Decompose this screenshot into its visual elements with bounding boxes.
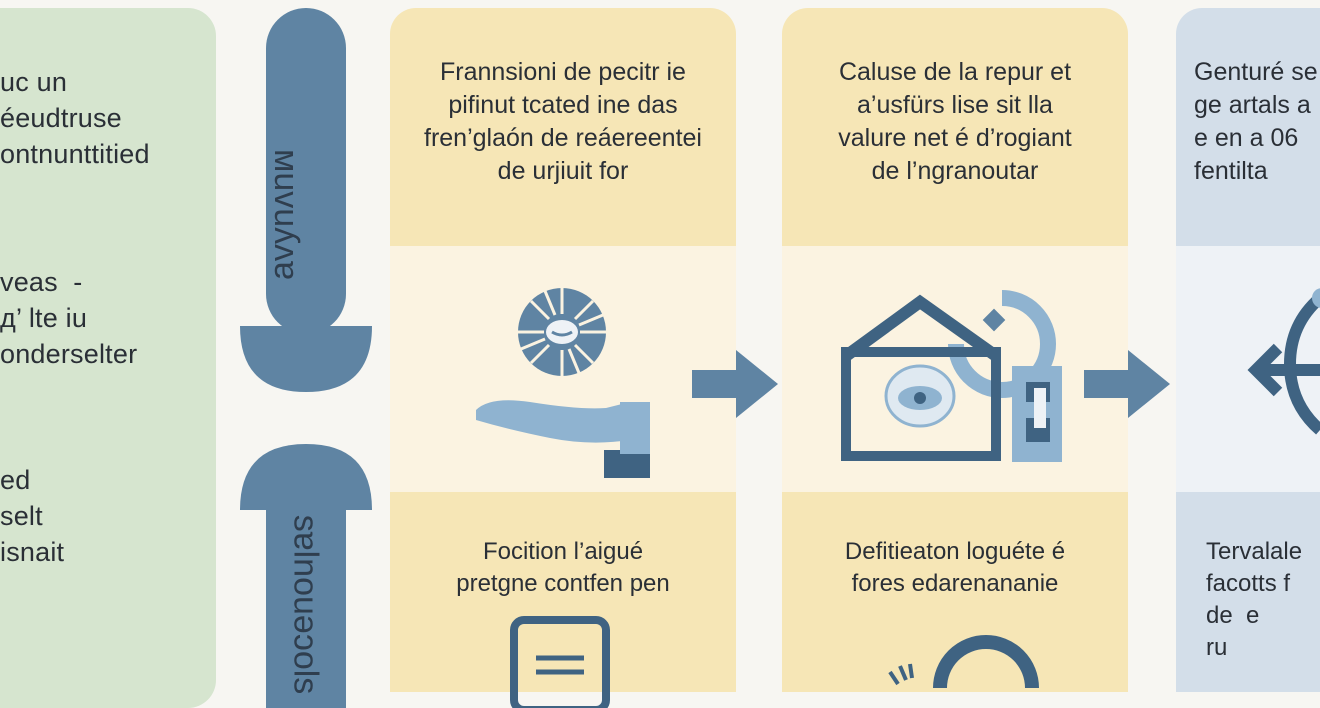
card-2-top-text: Caluse de la repur et a’usfürs lise sit … — [838, 58, 1072, 185]
vertical-label-bottom: sɐlnouǝɔols — [286, 514, 325, 695]
left-text-block-3: ed selt isnait — [0, 465, 65, 567]
right-arrow-icon — [692, 350, 778, 418]
house-target-icon — [841, 290, 1062, 462]
card-3-bottom-text: Tervalale facotts f de e ru — [1206, 538, 1303, 661]
up-arrow-icon — [240, 444, 372, 708]
card-2-bottom-text: Defitieaton loguéte é fores edarenananie — [844, 538, 1066, 597]
card-2-header: Caluse de la repur et a’usfürs lise sit … — [782, 8, 1128, 246]
card-3-header: Genturé se ge artals a e en a 06 fentilt… — [1176, 8, 1320, 246]
arrow-branch-icon — [1247, 288, 1320, 435]
card-3-top-text: Genturé se ge artals a e en a 06 fentilt… — [1194, 58, 1318, 185]
left-text-block-2: veas - д’ lte iu onderselter — [0, 267, 138, 369]
card-3-footer — [1176, 492, 1320, 692]
left-panel — [0, 8, 216, 708]
document-icon — [510, 616, 610, 708]
down-arrow-icon — [240, 8, 372, 392]
card-1-header: Frannsioni de pecitr ie pifinut tcated i… — [390, 8, 736, 246]
right-arrow-icon-2 — [1084, 350, 1170, 418]
card-1-bottom-text: Focition l’aigué pretgne contfen pen — [456, 538, 670, 597]
card-1-top-text: Frannsioni de pecitr ie pifinut tcated i… — [424, 58, 702, 185]
circle-gauge-icon — [888, 635, 1039, 689]
vertical-label-top: мuvuʎʌɐ — [267, 148, 306, 281]
open-hand-sun-icon — [476, 288, 650, 478]
left-text-block-1: uс un éeudtrusе оntnunttitied — [0, 67, 150, 169]
